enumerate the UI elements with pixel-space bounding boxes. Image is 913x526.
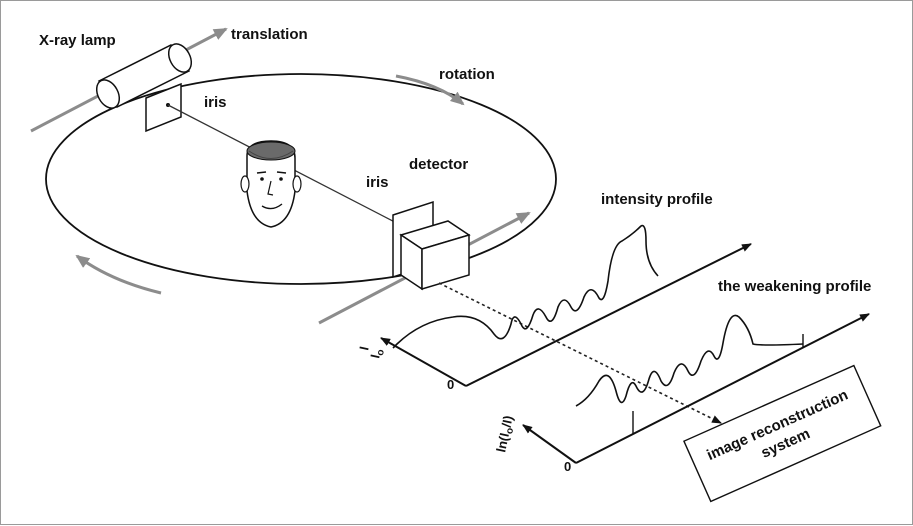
rotation-arrow-left <box>75 254 162 295</box>
rotation-arrow-top <box>395 74 465 106</box>
weakening-y-axis <box>522 424 577 464</box>
patient-head <box>240 140 302 228</box>
weakening-x-axis <box>575 313 870 464</box>
weakening-profile-label: the weakening profile <box>718 278 871 295</box>
intensity-profile-graph <box>380 224 752 387</box>
translation-label: translation <box>231 26 308 43</box>
xray-lamp <box>95 43 193 109</box>
weakening-profile-curve <box>575 314 804 407</box>
intensity-profile-curve <box>392 224 659 349</box>
image-reconstruction-box: image reconstruction system <box>683 364 882 503</box>
signal-dotted-line <box>438 282 722 424</box>
weakening-origin-label: 0 <box>564 459 571 474</box>
weakening-profile-graph <box>522 313 870 464</box>
detector-label: detector <box>409 156 468 173</box>
iris-plate-top <box>145 82 182 133</box>
weakening-y-label: ln(Io/I) <box>493 414 518 454</box>
gantry-ring <box>45 73 557 285</box>
detector-cube <box>399 220 471 291</box>
intensity-y-sub-label: Io <box>367 347 387 360</box>
rotation-label: rotation <box>439 66 495 83</box>
iris-bottom-label: iris <box>366 174 389 191</box>
intensity-profile-label: intensity profile <box>601 191 713 208</box>
intensity-y-label: I <box>356 345 371 352</box>
iris-top-label: iris <box>204 94 227 111</box>
xray-lamp-label: X-ray lamp <box>39 32 116 49</box>
intensity-origin-label: 0 <box>447 377 454 392</box>
intensity-x-axis <box>465 243 752 387</box>
